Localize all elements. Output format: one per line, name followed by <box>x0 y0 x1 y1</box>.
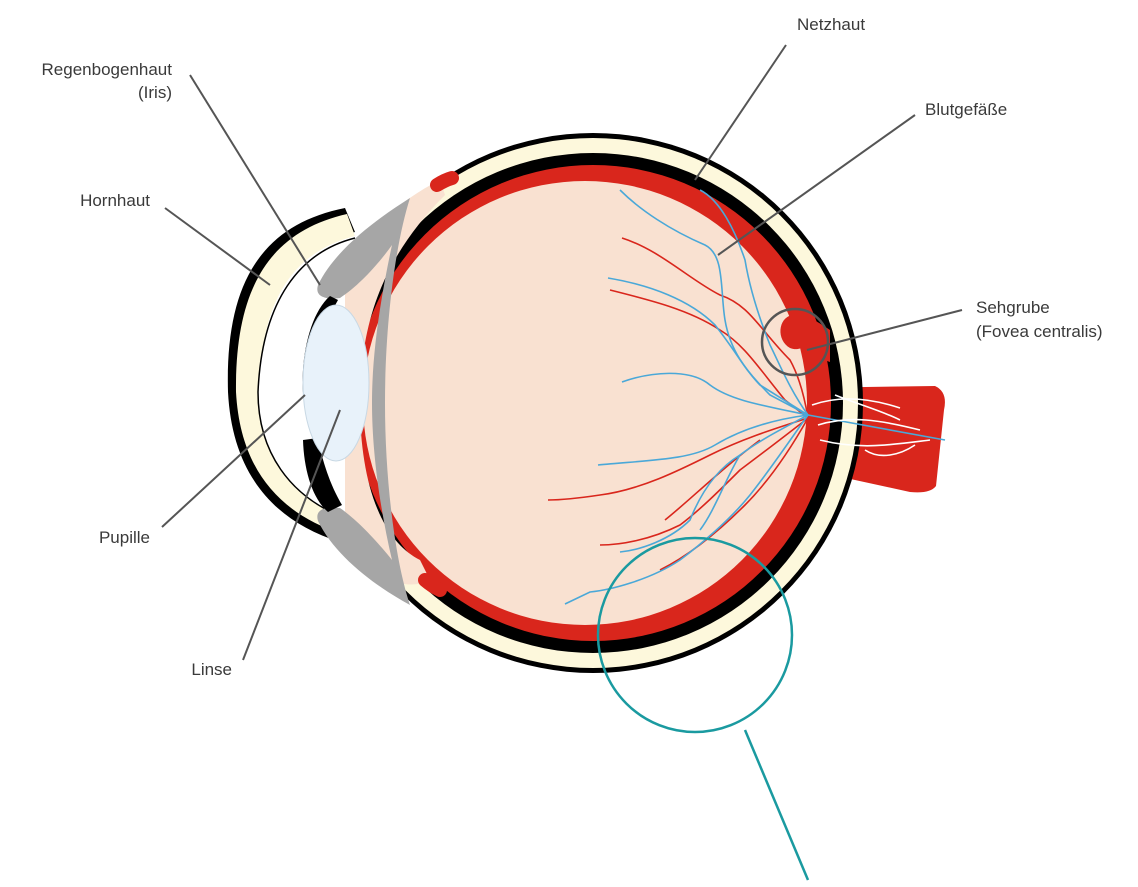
label-pupil: Pupille <box>99 528 150 547</box>
label-lens: Linse <box>191 660 232 679</box>
label-iris-line2: (Iris) <box>138 83 172 102</box>
label-retina: Netzhaut <box>797 15 865 34</box>
leader-cornea <box>165 208 270 285</box>
label-iris-line1: Regenbogenhaut <box>42 60 173 79</box>
label-fovea-line1: Sehgrube <box>976 298 1050 317</box>
label-vessels: Blutgefäße <box>925 100 1007 119</box>
lens <box>303 305 369 461</box>
leader-retina <box>695 45 786 180</box>
label-cornea: Hornhaut <box>80 191 150 210</box>
leader-iris <box>190 75 320 285</box>
label-fovea-line2: (Fovea centralis) <box>976 322 1103 341</box>
